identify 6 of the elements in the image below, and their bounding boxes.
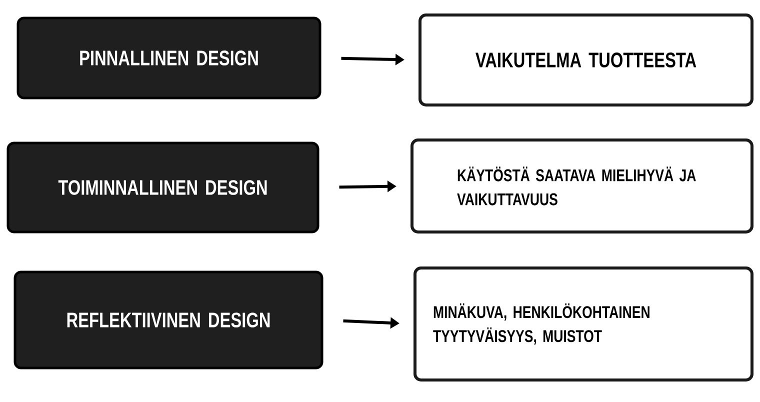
dark-box: PINNALLINEN DESIGN [16,16,322,100]
dark-box: TOIMINNALLINEN DESIGN [6,142,320,234]
outlined-box: VAIKUTELMA TUOTTEESTA [418,14,754,106]
outlined-box: KÄYTÖSTÄ SAATAVA MIELIHYVÄ JA VAIKUTTAVUUS [410,138,754,234]
dark-box: REFLEKTIIVINEN DESIGN [14,270,324,370]
outlined-box: MINÄKUVA, HENKILÖKOHTAINEN TYYTYVÄISYYS, MUISTOT [414,266,754,382]
